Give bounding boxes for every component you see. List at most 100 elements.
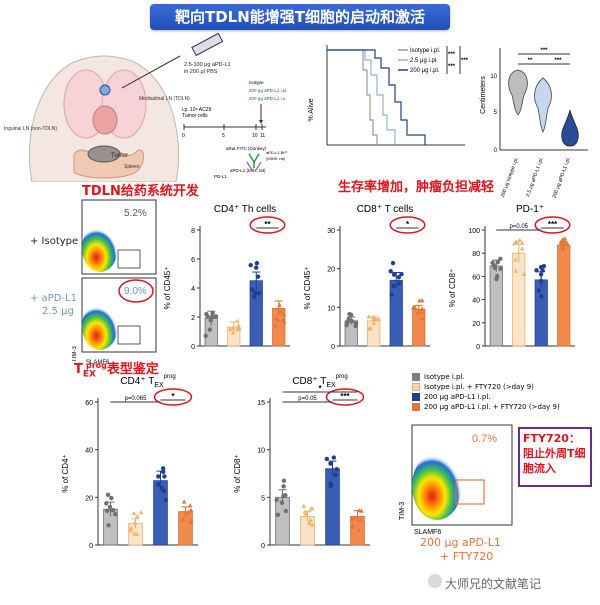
y-tick-label: 60 — [472, 274, 480, 281]
data-point — [209, 314, 215, 320]
y-tick-label: 4 — [191, 286, 195, 293]
data-point — [495, 259, 501, 265]
data-point — [538, 272, 544, 277]
data-point — [512, 241, 517, 246]
data-point — [519, 240, 525, 245]
data-point — [349, 318, 355, 324]
data-point — [109, 495, 114, 501]
data-point — [419, 298, 425, 303]
data-point — [281, 312, 287, 317]
data-point — [371, 320, 377, 325]
y-tick-label: 2 — [191, 315, 195, 322]
data-point — [498, 256, 503, 262]
y-tick-label: 10 — [327, 305, 335, 312]
data-point — [134, 513, 140, 519]
violin-tick-10: 10 — [490, 74, 497, 80]
data-point — [281, 493, 286, 499]
violin-xlabel-2: 2.5 μg aPD-L1 i.pl. — [525, 157, 545, 198]
y-tick-label: 0 — [191, 344, 195, 351]
data-point — [513, 268, 519, 273]
data-point — [517, 237, 523, 242]
data-point — [391, 272, 397, 277]
data-point — [275, 317, 281, 322]
data-point — [309, 522, 315, 527]
legend-item: 200 μg aPD-L1 i.pl. + FTY720 (>day 9) — [412, 402, 597, 412]
flow-left-ylabel: TIM-3 — [72, 346, 78, 362]
data-point — [419, 309, 425, 314]
chart-ylabel: % of CD8⁺ — [233, 454, 242, 492]
y-tick-label: 40 — [85, 448, 93, 455]
label-mediastinal: Mediastinal LN (TDLN) — [139, 96, 190, 102]
legend-item: Isotype i.pl. — [412, 372, 597, 382]
legend-label-2: Isotype i.pl. + FTY720 (>day 9) — [424, 383, 534, 391]
survival-legend-2: 2.5 μg i.pl. — [410, 58, 438, 64]
data-point — [234, 326, 240, 332]
data-point — [104, 501, 109, 506]
data-point — [156, 482, 161, 487]
data-point — [138, 510, 144, 515]
y-tick-label: 80 — [472, 251, 480, 258]
bar — [178, 511, 193, 546]
data-point — [324, 456, 330, 462]
caption-tdln: TDLN给药系统开发 — [82, 184, 199, 199]
data-point — [306, 520, 312, 525]
sig-label: * — [318, 384, 322, 393]
data-point — [227, 326, 233, 332]
y-tick-label: 60 — [85, 400, 93, 407]
y-tick-label: 40 — [472, 298, 480, 305]
highlight-ellipse — [325, 388, 365, 406]
data-point — [560, 246, 565, 251]
data-point — [419, 316, 425, 321]
data-point — [540, 268, 545, 273]
timeline-tick-11: 11 — [260, 133, 265, 139]
watermark: 大师兄的文献笔记 — [445, 577, 542, 591]
data-point — [255, 274, 261, 279]
sig-label: * — [406, 220, 410, 229]
data-point — [273, 322, 278, 328]
bar — [389, 279, 403, 347]
flow-row-1-label: + Isotype — [30, 236, 79, 247]
flow-right-pct: 0.7% — [472, 433, 497, 445]
sig-label: *** — [340, 392, 350, 401]
data-point — [128, 525, 134, 531]
label-tumor: Tumor — [111, 153, 128, 159]
data-point — [534, 268, 539, 273]
data-point — [159, 485, 164, 491]
data-point — [230, 330, 236, 335]
data-point — [328, 461, 333, 466]
data-point — [498, 266, 503, 272]
data-point — [213, 314, 219, 319]
data-point — [203, 333, 208, 339]
caption-tex-sub: EX — [82, 369, 96, 380]
data-point — [105, 492, 111, 498]
data-point — [376, 316, 381, 321]
fitc-label-1: aRat FITC (Donkey) — [226, 146, 267, 151]
y-tick-label: 100 — [468, 228, 480, 235]
data-point — [366, 314, 372, 319]
data-point — [417, 298, 422, 303]
data-point — [388, 268, 393, 274]
flow-row-2-sub: 2.5 μg — [42, 306, 74, 317]
treatment-label-3: 200 μg aPD-L1 i.v. — [249, 96, 286, 101]
data-point — [104, 508, 110, 514]
violin-sig-3: *** — [554, 58, 562, 64]
data-point — [254, 260, 260, 266]
bar — [325, 468, 340, 546]
data-point — [345, 320, 350, 325]
data-point — [539, 294, 544, 299]
flow-plot-right: 0.7% TIM-3 SLAMF6 — [399, 424, 513, 536]
injection-volume: in 200 μl PBS — [184, 69, 218, 75]
treatment-label-2: 200 μg aPD-L1 i.pl. — [249, 88, 288, 93]
y-tick-label: 20 — [327, 267, 335, 274]
data-point — [419, 306, 425, 311]
flow-row-2-label: + aPD-L1 — [30, 293, 77, 304]
data-point — [188, 507, 194, 513]
data-point — [277, 302, 282, 307]
data-point — [519, 246, 525, 251]
data-point — [352, 515, 357, 520]
page-title: 靶向TDLN能增强T细胞的启动和激活 — [150, 4, 450, 30]
data-point — [396, 274, 402, 280]
data-point — [256, 291, 262, 296]
